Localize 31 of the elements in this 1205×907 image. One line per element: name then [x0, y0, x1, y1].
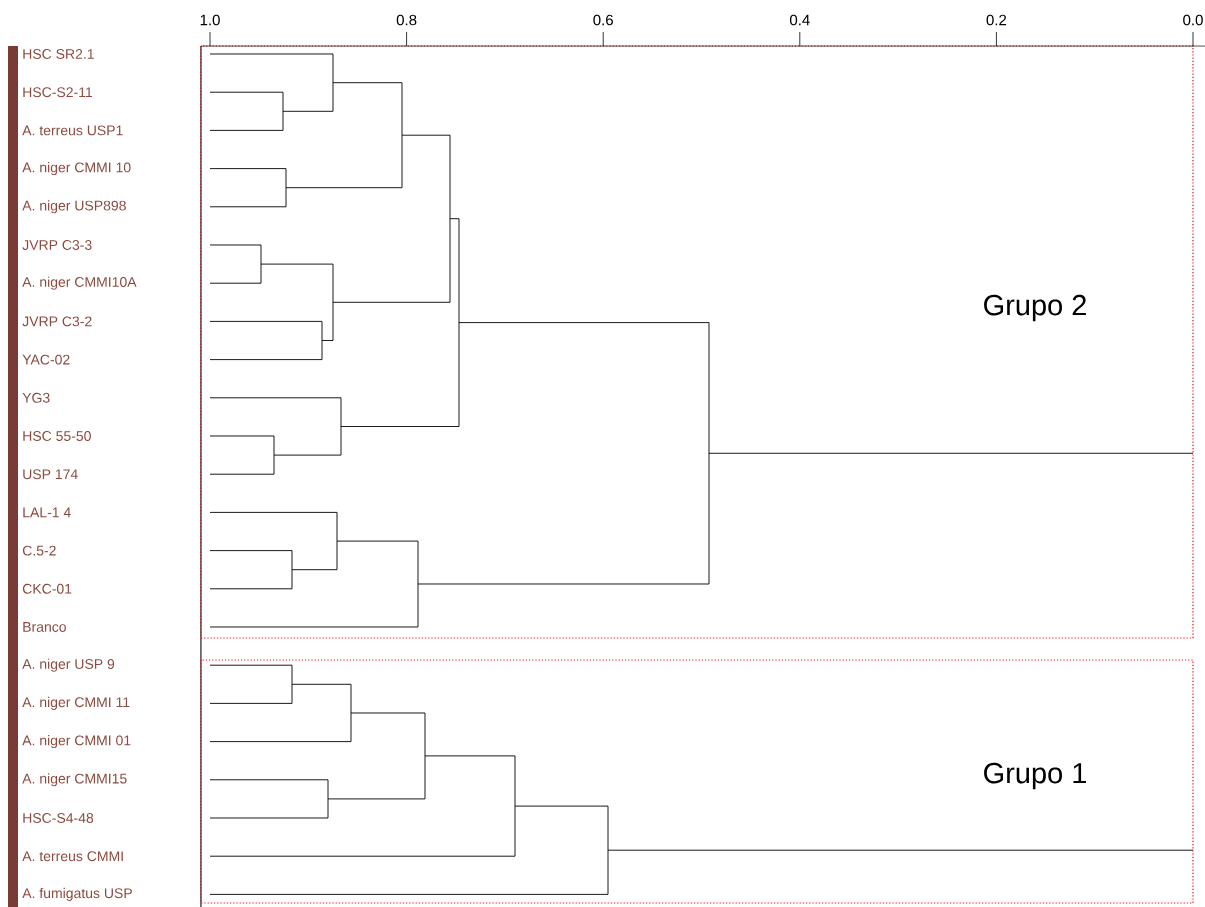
leaf-label: YAC-02: [22, 354, 70, 365]
tick-label: 0.4: [789, 14, 810, 26]
group-label: Grupo 1: [984, 762, 1086, 790]
tick-label: 0.6: [593, 14, 613, 26]
leaf-label: A. niger CMMI 01: [22, 735, 131, 749]
leaf-label: USP 174: [23, 469, 78, 480]
leaf-label: HSC SR2.1: [23, 49, 94, 59]
leaf-label: A. niger CMMI10A: [22, 276, 137, 290]
leaf-label: A. niger CMMI15: [22, 773, 127, 787]
leaf-label: A. terreus CMMI: [22, 851, 123, 862]
leaf-label: CKC-01: [22, 583, 72, 594]
leaf-label: HSC-S4-48: [23, 813, 94, 823]
group-label: Grupo 2: [984, 294, 1086, 322]
leaf-label: JVRP C3-2: [22, 316, 92, 327]
leaf-label: YG3: [22, 392, 50, 403]
leaf-label: C.5-2: [22, 545, 56, 556]
leaf-label: A. niger CMMI 10: [22, 162, 131, 176]
leaf-label: A. fumigatus USP: [22, 887, 132, 901]
leaf-label: A. niger CMMI 11: [22, 696, 130, 710]
tick-label: 0.2: [986, 14, 1007, 26]
leaf-label: A. niger USP898: [22, 200, 126, 214]
tick-label: 1.0: [200, 14, 220, 26]
leaf-label: LAL-1 4: [23, 507, 71, 518]
leaf-label: HSC-S2-11: [23, 87, 93, 98]
leaf-label: A. terreus USP1: [22, 125, 123, 136]
tick-label: 0.0: [1183, 14, 1203, 26]
leaf-label: JVRP C3-3: [22, 240, 92, 250]
tick-label: 0.8: [396, 14, 417, 26]
leaf-label: Branco: [23, 622, 66, 632]
leaf-label: A. niger USP 9: [22, 658, 115, 672]
leaf-label: HSC 55-50: [23, 431, 91, 441]
